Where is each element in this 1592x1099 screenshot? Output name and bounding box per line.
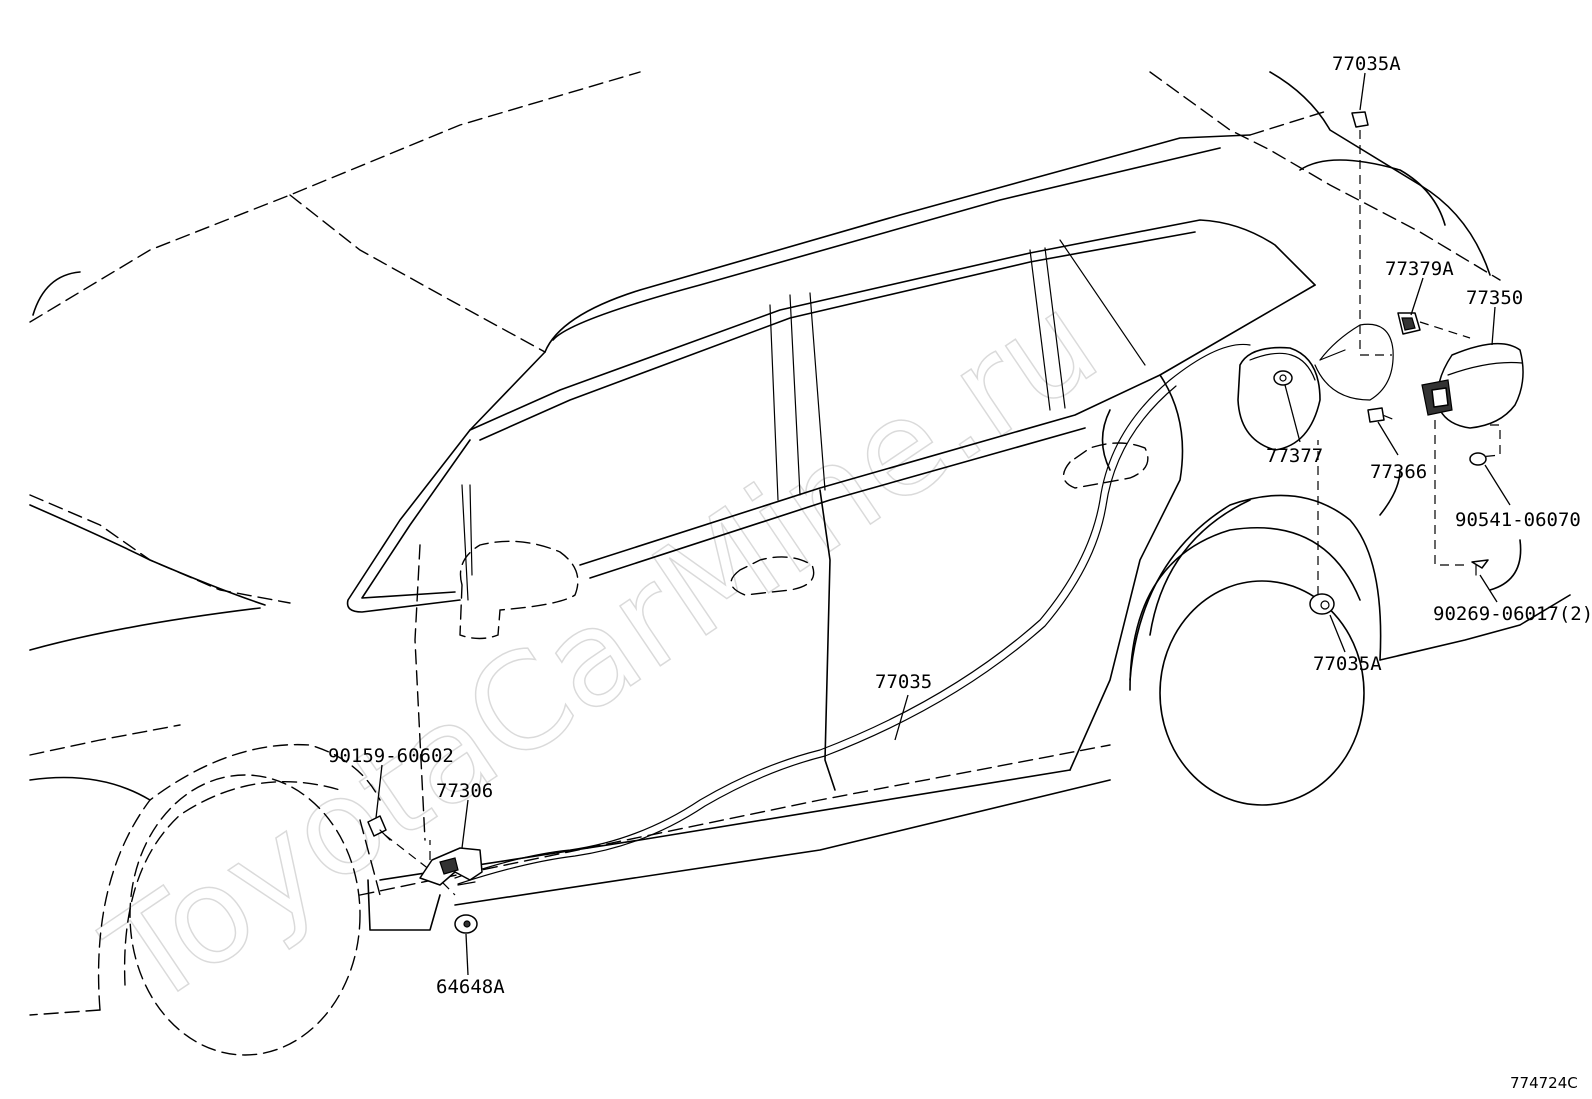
- clip-top-icon: [1351, 111, 1369, 128]
- clip-lower-icon: [1309, 593, 1335, 615]
- screw-icon: [367, 815, 391, 841]
- fuel-lid-opener-icon: [419, 847, 483, 886]
- label-90159-60602: 90159-60602: [328, 745, 454, 767]
- label-77366: 77366: [1370, 461, 1427, 483]
- fuel-filler-lid-icon: [1421, 342, 1524, 429]
- label-77035: 77035: [875, 671, 932, 693]
- assembly-lines: [384, 130, 1501, 896]
- cushion-icon: [1469, 452, 1487, 466]
- rivet-icon: [1471, 559, 1489, 576]
- label-77035A-top: 77035A: [1332, 53, 1401, 75]
- label-77350: 77350: [1466, 287, 1523, 309]
- label-77379A: 77379A: [1385, 258, 1454, 280]
- fuel-lid-bumper-icon: [1367, 407, 1385, 423]
- label-77306: 77306: [436, 780, 493, 802]
- label-77035A-lower: 77035A: [1313, 653, 1382, 675]
- watermark: ToyotaCarMine.ru: [81, 264, 1124, 1037]
- label-90269-06017: 90269-06017(2): [1433, 603, 1592, 625]
- car-body-outline: [29, 71, 1571, 1056]
- part-labels: 77035A 77379A 77350 77377 77366 90541-06…: [328, 53, 1592, 998]
- leader-lines: [375, 72, 1511, 976]
- label-90541-06070: 90541-06070: [1455, 509, 1581, 531]
- label-64648A: 64648A: [436, 976, 505, 998]
- fuel-lid-lock-icon: [1273, 370, 1293, 386]
- cover-icon: [454, 914, 478, 934]
- diagram-reference: 774724C: [1510, 1074, 1578, 1092]
- label-77377: 77377: [1266, 445, 1323, 467]
- fuel-lid-cable: [454, 323, 1394, 885]
- fuel-lid-hinge-spring-icon: [1397, 312, 1421, 335]
